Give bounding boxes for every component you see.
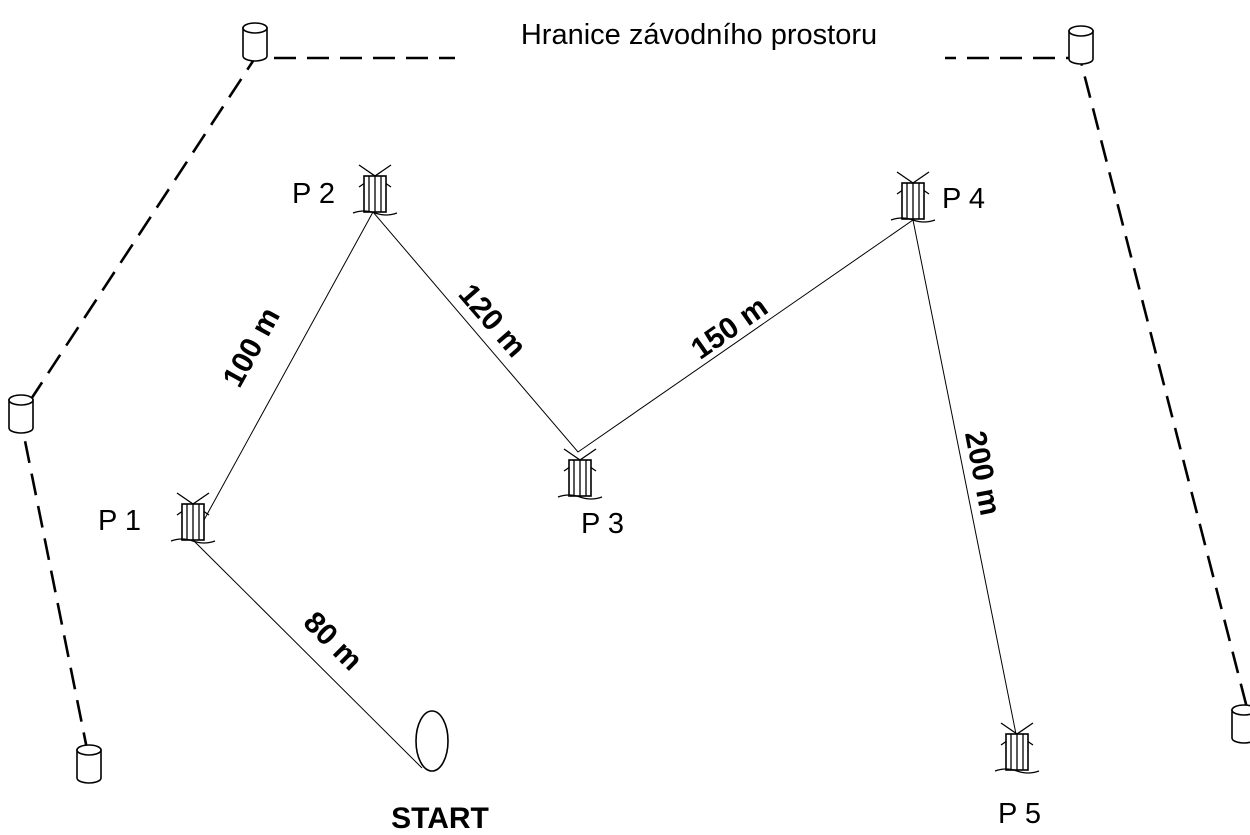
checkpoint-marker-icon [170, 492, 216, 544]
checkpoint-marker-icon [994, 722, 1040, 774]
boundary-post-icon [1068, 25, 1094, 65]
leg-distance-p3-p4: 150 m [685, 290, 774, 366]
boundary-post-icon [1231, 704, 1250, 744]
boundary-post-icon [242, 22, 268, 62]
start-marker-icon [415, 710, 449, 772]
route-line [192, 211, 1018, 769]
leg-distance-p1-p2: 100 m [217, 302, 287, 392]
boundary-label-backdrop [455, 14, 945, 64]
checkpoint-marker-icon [352, 164, 398, 216]
start-label: START [391, 802, 489, 835]
checkpoint-label-p4: P 4 [942, 183, 985, 215]
checkpoint-label-p3: P 3 [581, 508, 624, 540]
leg-distance-p4-p5: 200 m [958, 428, 1007, 518]
boundary-label: Hranice závodního prostoru [521, 19, 877, 51]
leg-distance-start-p1: 80 m [297, 605, 369, 677]
checkpoint-label-p2: P 2 [292, 178, 335, 210]
boundary-line [18, 56, 1249, 755]
checkpoint-label-p1: P 1 [98, 505, 141, 537]
checkpoint-marker-icon [890, 171, 936, 223]
checkpoint-marker-icon [557, 448, 603, 500]
boundary-post-icon [8, 394, 34, 434]
checkpoint-label-p5: P 5 [998, 798, 1041, 830]
boundary-post-icon [76, 744, 102, 784]
